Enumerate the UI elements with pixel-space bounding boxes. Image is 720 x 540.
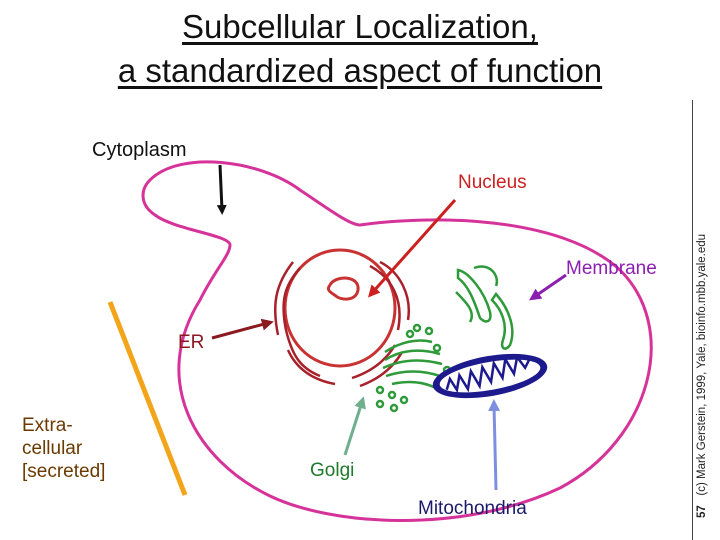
membrane-arrow [529,273,567,301]
vesicle-structures [455,265,514,350]
golgi-arrow [343,396,366,456]
nucleus [283,248,397,368]
nucleus-arrow [368,199,457,298]
label-cytoplasm: Cytoplasm [92,139,187,161]
label-extracellular: Extra- cellular [secreted] [22,414,105,483]
title-line-2: a standardized aspect of function [117,52,603,89]
mitochondria-arrow [488,399,501,491]
label-membrane: Membrane [566,258,657,279]
label-golgi: Golgi [310,460,355,481]
label-extracellular-line-2: cellular [22,438,83,459]
cytoplasm-arrow [216,164,227,215]
slide-number: 57 [696,505,708,518]
label-er: ER [178,332,205,353]
golgi-apparatus [375,323,452,413]
er-arrow [211,318,274,340]
label-extracellular-line-3: [secreted] [22,461,106,482]
credit-sidebar [692,100,720,540]
extracellular-marker [107,301,188,496]
mitochondrion [432,353,548,399]
label-extracellular-line-1: Extra- [22,415,73,436]
copyright-credit: (c) Mark Gerstein, 1999, Yale, bioinfo.m… [696,233,708,496]
title-line-1: Subcellular Localization, [182,8,538,45]
label-nucleus: Nucleus [458,172,527,193]
credit-line: 57 (c) Mark Gerstein, 1999, Yale, bioinf… [696,98,708,518]
cell-membrane [141,160,653,522]
label-mitochondria: Mitochondria [418,498,527,519]
cell-diagram [107,160,653,522]
endoplasmic-reticulum [273,260,411,388]
